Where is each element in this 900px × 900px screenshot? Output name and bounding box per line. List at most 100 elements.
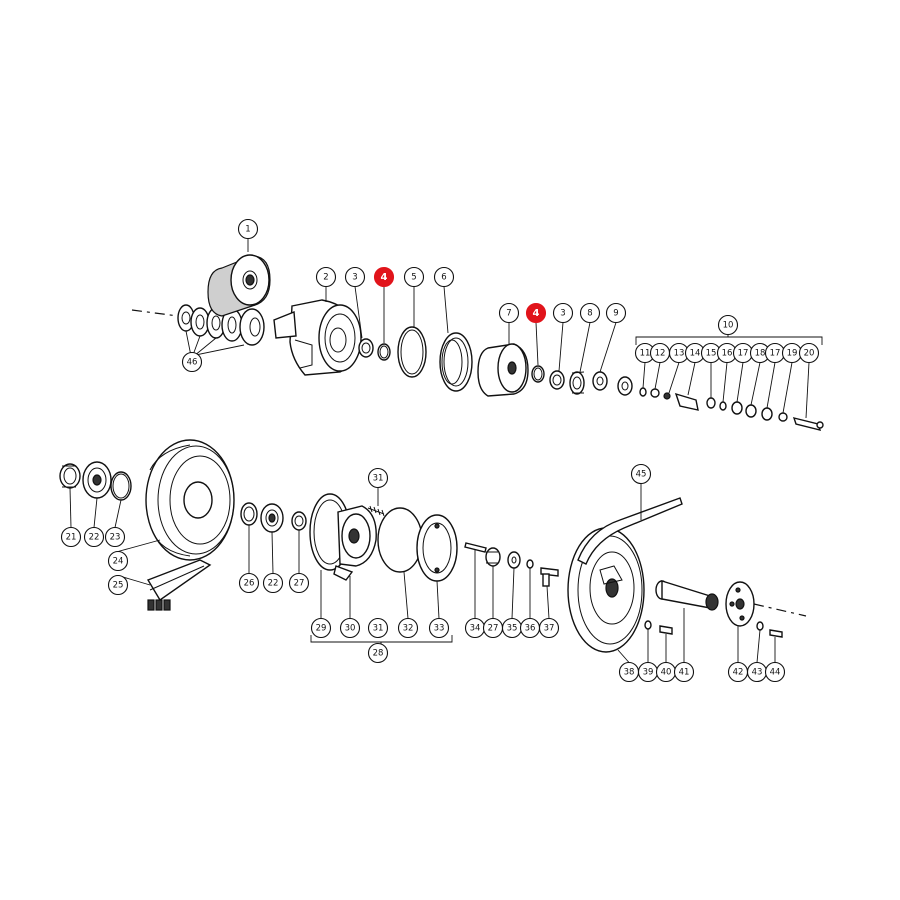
part-40-screw	[659, 625, 673, 635]
part-27-bushing-right	[485, 547, 501, 567]
callout-32: 32	[397, 571, 419, 639]
part-44-screw	[769, 629, 783, 638]
callout-number: 3	[560, 309, 565, 319]
part-27-bushing-left	[291, 511, 307, 531]
callout-leader-line	[766, 362, 776, 409]
part-45-belt	[577, 497, 683, 565]
callout-number: 28	[373, 649, 384, 659]
callout-circle	[339, 617, 361, 639]
callout-8: 8	[579, 302, 601, 373]
part-31-spring	[367, 505, 385, 517]
callout-number: 37	[544, 624, 555, 634]
callout-10: 10	[717, 314, 739, 336]
callout-37: 37	[538, 585, 560, 639]
callout-number: 22	[89, 533, 100, 543]
callout-38: 38	[617, 649, 640, 683]
callout-number: 39	[643, 668, 654, 678]
callout-number: 17	[770, 349, 781, 359]
callout-number: 5	[411, 273, 416, 283]
callout-number: 34	[470, 624, 481, 634]
callout-12: 12	[649, 342, 671, 390]
callout-17: 17	[732, 342, 754, 403]
callout-16: 16	[716, 342, 738, 403]
callout-41: 41	[673, 608, 695, 683]
callout-46: 46	[181, 351, 203, 373]
callout-leader-line	[782, 362, 793, 414]
callout-11: 11	[634, 342, 656, 389]
callout-4: 4	[525, 302, 547, 366]
callout-leader-line	[599, 322, 617, 373]
callout-circle	[605, 302, 627, 324]
callout-number: 24	[113, 557, 124, 567]
callout-number: 44	[770, 668, 781, 678]
callout-number: 7	[506, 309, 511, 319]
callout-number: 4	[381, 272, 388, 283]
callout-number: 17	[738, 349, 749, 359]
callout-19: 19	[781, 342, 803, 414]
callout-number: 27	[488, 624, 499, 634]
callout-24: 24	[107, 539, 161, 572]
part-1-grinding-wheel	[207, 254, 271, 317]
callout-39: 39	[637, 629, 659, 683]
callout-leader-line	[579, 322, 591, 373]
callout-circle	[764, 661, 786, 683]
callout-circle	[367, 617, 389, 639]
callout-number: 27	[294, 579, 305, 589]
callout-9: 9	[599, 302, 627, 373]
callout-number: 2	[323, 273, 328, 283]
callout-20: 20	[798, 342, 820, 419]
callout-leader-line	[403, 571, 409, 619]
callout-33: 33	[428, 580, 450, 639]
part-3-ring-right	[549, 370, 565, 390]
callout-circle	[798, 342, 820, 364]
callout-leader-line	[117, 539, 161, 552]
callout-number: 20	[804, 349, 815, 359]
callout-circle	[83, 526, 105, 548]
part-22-bearing-second	[260, 503, 284, 533]
callout-number: 18	[755, 349, 766, 359]
callout-circle	[673, 661, 695, 683]
callout-number: 1	[245, 225, 250, 235]
callout-42: 42	[727, 626, 749, 683]
callout-leader-line	[93, 497, 98, 528]
callout-circle	[344, 266, 366, 288]
callout-circle	[367, 642, 389, 664]
part-22-ball-bearing	[82, 461, 112, 499]
callout-31: 31	[367, 467, 389, 506]
callout-5: 5	[403, 266, 425, 327]
part-36-small-washer	[526, 559, 534, 569]
part-26-washer	[240, 502, 258, 526]
callout-number: 11	[640, 349, 651, 359]
part-34-pin	[464, 542, 487, 553]
callout-22: 22	[262, 531, 284, 594]
callout-circle	[262, 572, 284, 594]
callout-circle	[60, 526, 82, 548]
callout-number: 14	[690, 349, 701, 359]
part-4-o-ring-right	[531, 365, 545, 383]
callout-25: 25	[107, 574, 151, 596]
callout-36: 36	[519, 568, 541, 639]
callout-number: 13	[674, 349, 685, 359]
callout-number: 22	[268, 579, 279, 589]
callout-leader-line	[668, 362, 680, 394]
callout-leader-line	[736, 362, 744, 403]
callout-circle	[538, 617, 560, 639]
callout-leader-line	[722, 362, 728, 403]
callout-30: 30	[339, 576, 361, 639]
callout-circle	[104, 526, 126, 548]
callout-3: 3	[552, 302, 574, 372]
part-42-flange	[725, 581, 755, 627]
part-43-washer	[756, 621, 764, 631]
callout-leader-line	[114, 499, 122, 528]
callout-4: 4	[373, 266, 395, 343]
callout-22: 22	[83, 497, 105, 548]
callout-leader-line	[642, 362, 646, 389]
callout-circle	[403, 266, 425, 288]
callout-circle	[428, 617, 450, 639]
callout-circle	[579, 302, 601, 324]
callout-leader-line	[546, 585, 550, 619]
callout-number: 36	[525, 624, 536, 634]
callout-circle	[237, 218, 259, 240]
